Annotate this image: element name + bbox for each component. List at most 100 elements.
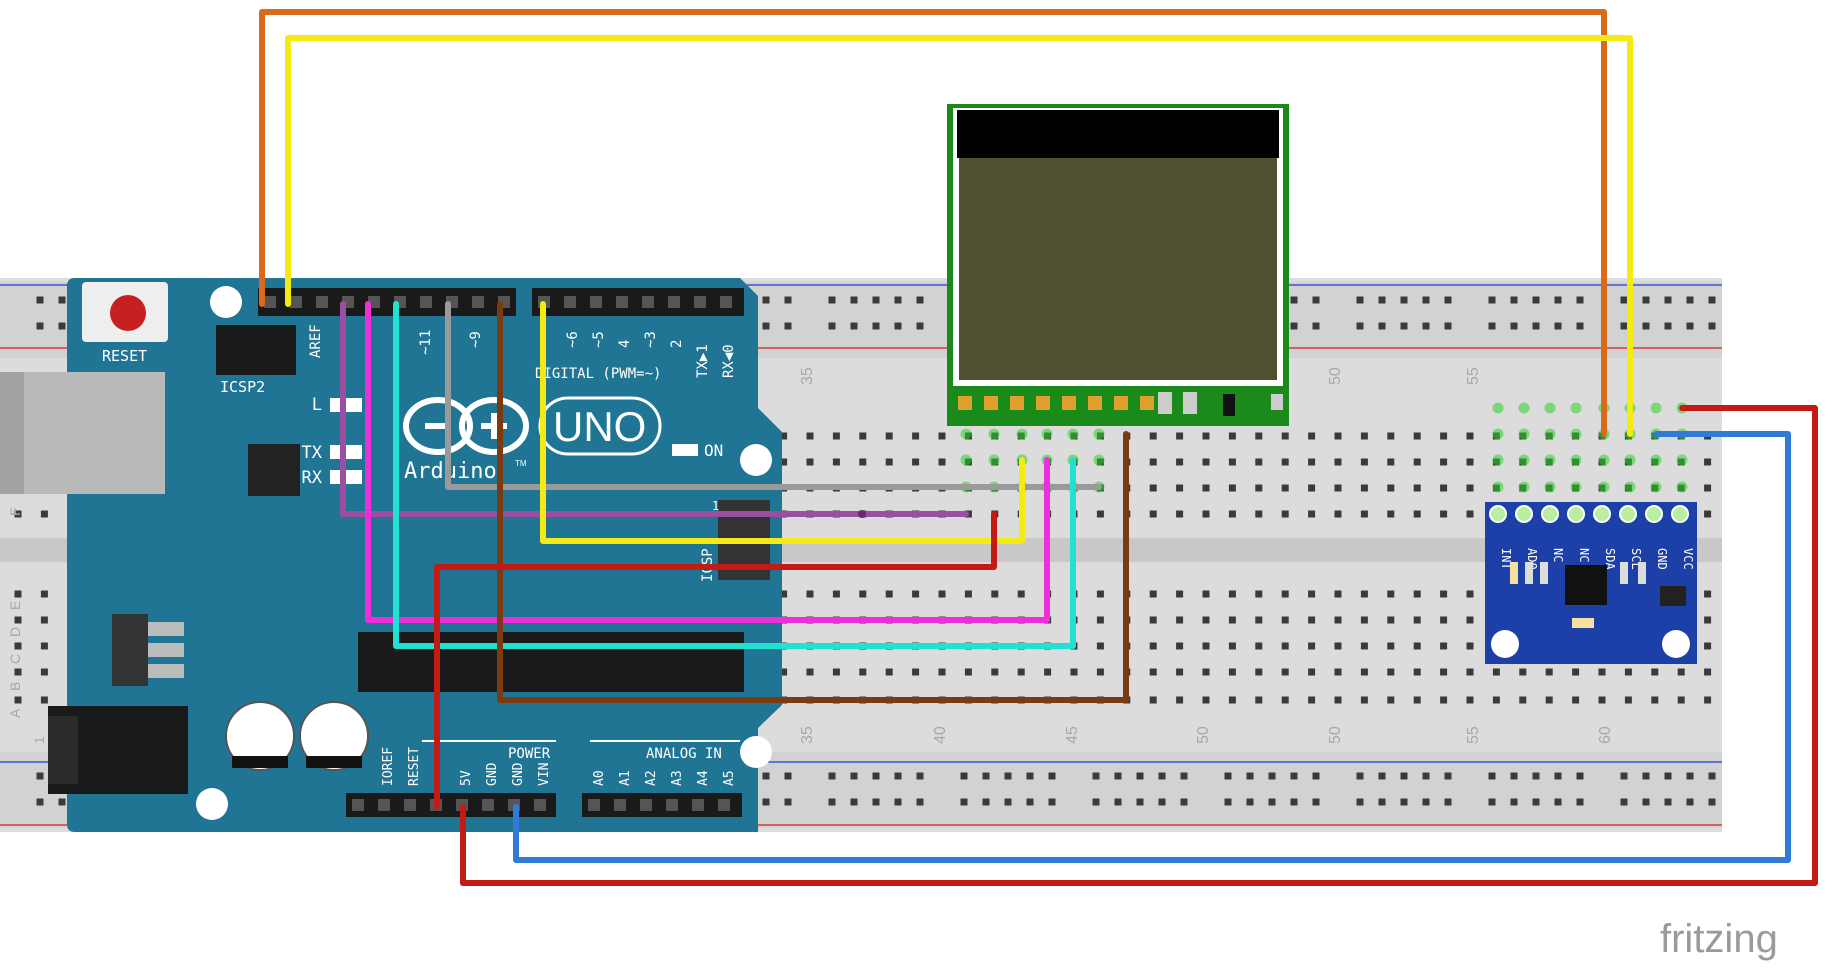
breadboard-hole[interactable]	[780, 668, 788, 676]
rail-hole[interactable]	[1686, 296, 1694, 304]
breadboard-hole[interactable]	[1308, 668, 1316, 676]
pin-socket[interactable]	[640, 799, 652, 811]
breadboard-hole[interactable]	[1308, 432, 1316, 440]
rail-hole[interactable]	[1378, 772, 1386, 780]
breadboard-hole[interactable]	[1704, 510, 1712, 518]
lcd-pin[interactable]	[1036, 396, 1050, 410]
pin-socket[interactable]	[720, 296, 732, 308]
pin-socket[interactable]	[404, 799, 416, 811]
breadboard-hole[interactable]	[1387, 458, 1395, 466]
breadboard-hole[interactable]	[1044, 668, 1052, 676]
rail-hole[interactable]	[1356, 296, 1364, 304]
breadboard-hole[interactable]	[912, 432, 920, 440]
breadboard-hole[interactable]	[885, 432, 893, 440]
mpu-pin[interactable]	[1671, 505, 1689, 523]
rail-hole[interactable]	[894, 322, 902, 330]
rail-hole[interactable]	[916, 798, 924, 806]
breadboard-hole[interactable]	[1149, 432, 1157, 440]
breadboard-hole[interactable]	[806, 668, 814, 676]
rail-hole[interactable]	[1224, 798, 1232, 806]
breadboard-hole[interactable]	[1387, 616, 1395, 624]
rail-hole[interactable]	[1554, 772, 1562, 780]
breadboard-hole[interactable]	[832, 432, 840, 440]
rail-hole[interactable]	[1510, 322, 1518, 330]
rail-hole[interactable]	[36, 772, 44, 780]
rail-hole[interactable]	[58, 322, 66, 330]
breadboard-hole[interactable]	[1387, 484, 1395, 492]
breadboard-hole[interactable]	[1202, 696, 1210, 704]
breadboard-hole[interactable]	[1228, 696, 1236, 704]
rail-hole[interactable]	[1246, 798, 1254, 806]
breadboard-hole[interactable]	[991, 668, 999, 676]
breadboard-hole[interactable]	[1281, 590, 1289, 598]
rail-hole[interactable]	[1378, 322, 1386, 330]
breadboard-hole[interactable]	[1308, 510, 1316, 518]
rail-hole[interactable]	[1664, 772, 1672, 780]
breadboard-hole[interactable]	[1704, 668, 1712, 676]
rail-hole[interactable]	[828, 798, 836, 806]
rail-hole[interactable]	[762, 798, 770, 806]
breadboard-hole[interactable]	[1149, 590, 1157, 598]
rail-hole[interactable]	[1224, 772, 1232, 780]
breadboard-hole[interactable]	[780, 432, 788, 440]
rail-hole[interactable]	[762, 322, 770, 330]
mpu-pin[interactable]	[1619, 505, 1637, 523]
breadboard-hole[interactable]	[1096, 616, 1104, 624]
breadboard-hole[interactable]	[1598, 696, 1606, 704]
breadboard-hole[interactable]	[1281, 458, 1289, 466]
pin-socket[interactable]	[642, 296, 654, 308]
breadboard-hole[interactable]	[1308, 590, 1316, 598]
breadboard-hole[interactable]	[40, 696, 48, 704]
lcd-pin[interactable]	[1088, 396, 1102, 410]
rail-hole[interactable]	[1532, 322, 1540, 330]
breadboard-hole[interactable]	[1176, 432, 1184, 440]
rail-hole[interactable]	[1180, 798, 1188, 806]
rail-hole[interactable]	[916, 772, 924, 780]
breadboard-hole[interactable]	[938, 590, 946, 598]
rail-hole[interactable]	[1422, 296, 1430, 304]
rail-hole[interactable]	[1488, 772, 1496, 780]
rail-hole[interactable]	[1554, 296, 1562, 304]
rail-hole[interactable]	[1444, 772, 1452, 780]
breadboard-hole[interactable]	[1202, 668, 1210, 676]
rail-hole[interactable]	[828, 296, 836, 304]
breadboard-hole[interactable]	[806, 458, 814, 466]
breadboard-hole[interactable]	[859, 590, 867, 598]
rail-hole[interactable]	[1378, 798, 1386, 806]
breadboard-hole[interactable]	[1017, 668, 1025, 676]
rail-hole[interactable]	[1356, 798, 1364, 806]
rail-hole[interactable]	[1686, 322, 1694, 330]
breadboard-hole[interactable]	[1149, 616, 1157, 624]
rail-hole[interactable]	[1422, 798, 1430, 806]
breadboard-hole[interactable]	[1466, 432, 1474, 440]
lcd-pin[interactable]	[1114, 396, 1128, 410]
wire-purple[interactable]	[340, 301, 969, 517]
breadboard-hole[interactable]	[1202, 484, 1210, 492]
breadboard-hole[interactable]	[14, 616, 22, 624]
breadboard-hole[interactable]	[1677, 696, 1685, 704]
breadboard-hole[interactable]	[1519, 668, 1527, 676]
breadboard-hole[interactable]	[1334, 642, 1342, 650]
breadboard-hole[interactable]	[1308, 642, 1316, 650]
pin-socket[interactable]	[564, 296, 576, 308]
wire-yellow-top[interactable]	[285, 35, 1633, 437]
breadboard-hole[interactable]	[1466, 616, 1474, 624]
rail-hole[interactable]	[784, 296, 792, 304]
lcd-pin[interactable]	[1062, 396, 1076, 410]
rail-hole[interactable]	[1576, 798, 1584, 806]
breadboard-hole[interactable]	[1255, 432, 1263, 440]
mpu-pin[interactable]	[1645, 505, 1663, 523]
mpu-pin[interactable]	[1489, 505, 1507, 523]
pin-socket[interactable]	[534, 799, 546, 811]
rail-hole[interactable]	[850, 296, 858, 304]
rail-hole[interactable]	[1532, 772, 1540, 780]
rail-hole[interactable]	[1642, 322, 1650, 330]
breadboard-hole[interactable]	[1149, 458, 1157, 466]
rail-hole[interactable]	[1290, 798, 1298, 806]
rail-hole[interactable]	[1312, 322, 1320, 330]
breadboard-hole[interactable]	[1149, 510, 1157, 518]
rail-hole[interactable]	[1642, 296, 1650, 304]
breadboard-hole[interactable]	[1440, 484, 1448, 492]
breadboard-hole[interactable]	[1440, 458, 1448, 466]
breadboard-hole[interactable]	[1466, 590, 1474, 598]
